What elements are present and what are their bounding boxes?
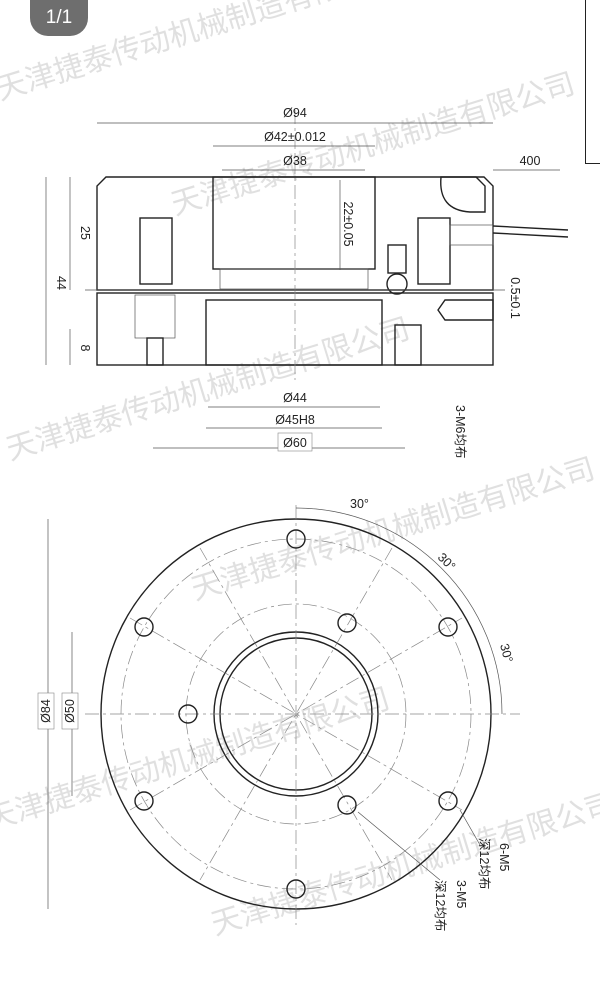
- svg-text:天津捷泰传动机械制造有限公司: 天津捷泰传动机械制造有限公司: [0, 681, 394, 837]
- svg-text:天津捷泰传动机械制造有限公司: 天津捷泰传动机械制造有限公司: [167, 66, 579, 222]
- svg-text:Ø84: Ø84: [39, 699, 53, 723]
- bolt-holes-inner: [178, 613, 357, 815]
- svg-text:8: 8: [78, 345, 92, 352]
- svg-text:0.5±0.1: 0.5±0.1: [508, 277, 522, 319]
- svg-text:天津捷泰传动机械制造有限公司: 天津捷泰传动机械制造有限公司: [0, 0, 404, 108]
- svg-text:深12均布: 深12均布: [477, 838, 491, 889]
- page-indicator: 1/1: [30, 0, 88, 36]
- svg-text:30°: 30°: [435, 550, 458, 573]
- svg-text:天津捷泰传动机械制造有限公司: 天津捷泰传动机械制造有限公司: [207, 786, 600, 942]
- svg-text:22±0.05: 22±0.05: [341, 201, 355, 246]
- svg-text:44: 44: [54, 276, 68, 290]
- svg-text:深12均布: 深12均布: [433, 880, 447, 931]
- svg-text:Ø45H8: Ø45H8: [275, 413, 315, 427]
- adjacent-page-edge: [585, 0, 600, 164]
- svg-text:Ø60: Ø60: [283, 436, 307, 450]
- plan-dimensions: 30° 30° 30° Ø84 Ø50 6-M5 深12均布 3-M5 深12均…: [37, 497, 516, 931]
- section-view: [85, 110, 569, 380]
- section-dimensions: Ø94 Ø42±0.012 Ø38 400 44 25 8 22±0.05 0.…: [45, 106, 560, 458]
- svg-text:3-M5: 3-M5: [454, 880, 468, 909]
- plan-view: [85, 505, 520, 925]
- svg-text:天津捷泰传动机械制造有限公司: 天津捷泰传动机械制造有限公司: [2, 311, 414, 467]
- svg-text:Ø50: Ø50: [63, 699, 77, 723]
- svg-text:Ø44: Ø44: [283, 391, 307, 405]
- svg-text:6-M5: 6-M5: [497, 843, 511, 872]
- svg-text:天津捷泰传动机械制造有限公司: 天津捷泰传动机械制造有限公司: [187, 451, 599, 607]
- svg-text:30°: 30°: [497, 642, 515, 664]
- svg-text:Ø94: Ø94: [283, 106, 307, 120]
- svg-text:3-M6均布: 3-M6均布: [453, 405, 467, 458]
- svg-text:Ø38: Ø38: [283, 154, 307, 168]
- svg-text:400: 400: [520, 154, 541, 168]
- bolt-holes-outer: [134, 529, 458, 899]
- svg-text:30°: 30°: [350, 497, 369, 511]
- svg-text:25: 25: [78, 226, 92, 240]
- svg-text:Ø42±0.012: Ø42±0.012: [264, 130, 326, 144]
